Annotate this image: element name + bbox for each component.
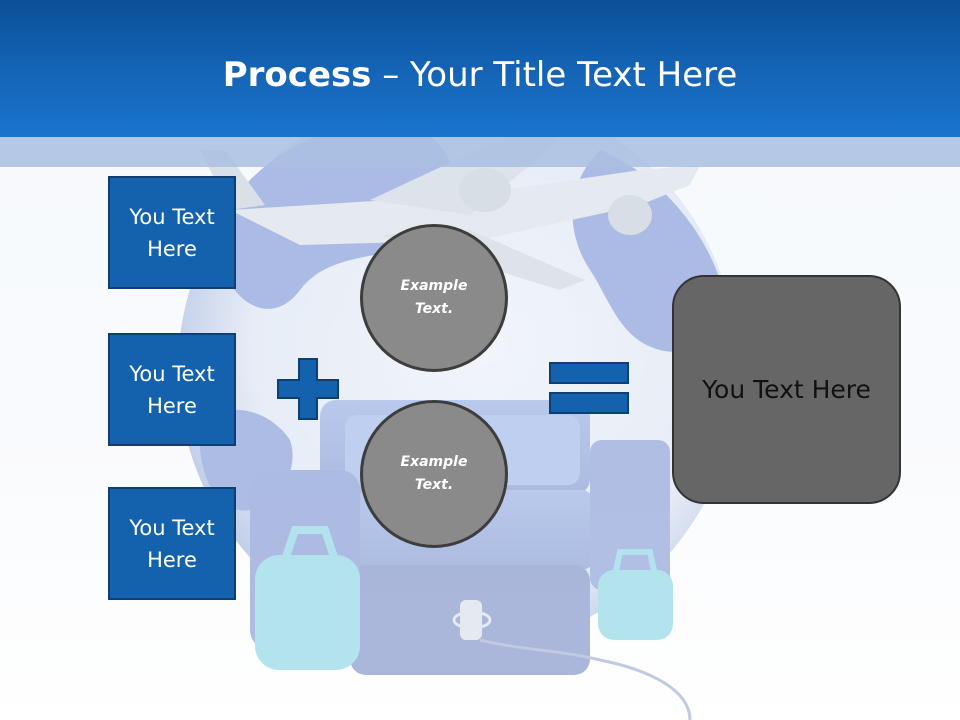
header-accent-band [0, 137, 960, 167]
title-bold-part: Process [222, 55, 372, 95]
result-box[interactable]: You Text Here [672, 275, 901, 504]
input-box-label: You Text Here [129, 361, 215, 418]
example-circle-2[interactable]: Example Text. [360, 400, 508, 548]
input-box-3[interactable]: You Text Here [108, 487, 236, 600]
result-label: You Text Here [702, 375, 871, 404]
header-bar [0, 0, 960, 137]
input-box-2[interactable]: You Text Here [108, 333, 236, 446]
input-box-label: You Text Here [129, 204, 215, 261]
title-rest-part: – Your Title Text Here [371, 55, 738, 95]
circle-label: Example Text. [400, 454, 468, 493]
input-box-label: You Text Here [129, 515, 215, 572]
plus-icon [277, 358, 339, 420]
example-circle-1[interactable]: Example Text. [360, 224, 508, 372]
slide-title: Process – Your Title Text Here [0, 52, 960, 98]
equals-icon [549, 362, 629, 414]
circle-label: Example Text. [400, 278, 468, 317]
input-box-1[interactable]: You Text Here [108, 176, 236, 289]
